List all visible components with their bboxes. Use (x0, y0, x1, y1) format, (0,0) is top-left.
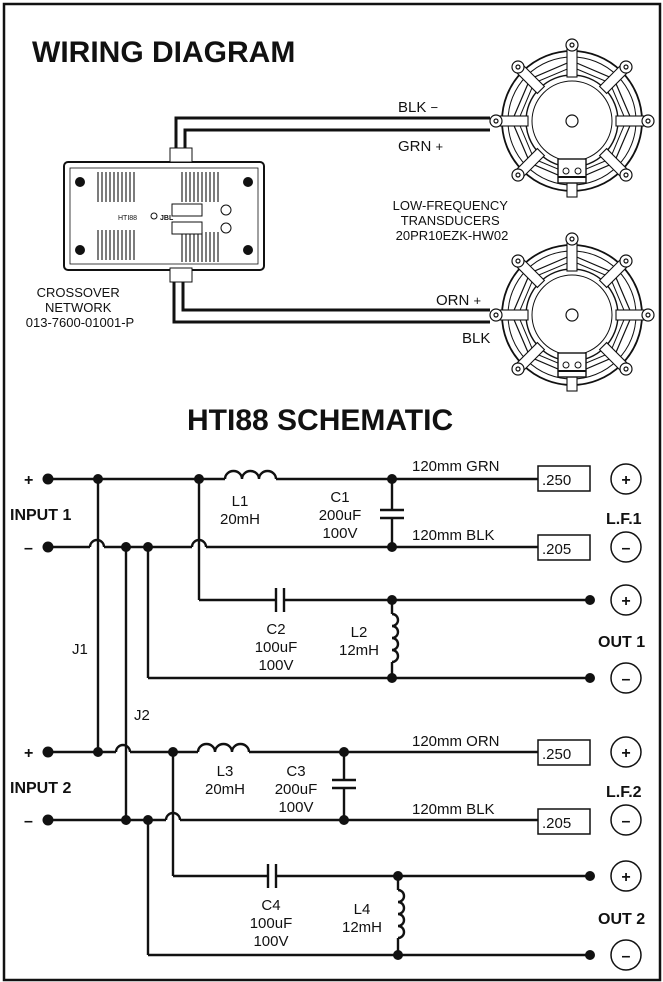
terminal-lf2-pos: .250 (542, 746, 571, 763)
transducer-label: LOW-FREQUENCY TRANSDUCERS 20PR10EZK-HW02 (393, 198, 512, 243)
output-terminals (610, 463, 642, 971)
lead-lf2-pos: 120mm ORN (412, 733, 500, 750)
schematic-title: HTI88 SCHEMATIC (187, 404, 453, 437)
out-lf1-minus: – (622, 540, 631, 557)
input2-minus: – (24, 813, 33, 830)
jumper-wires (96, 479, 128, 820)
out-out2-plus: + (621, 869, 630, 886)
l3-value: 20mH (205, 781, 245, 798)
c1-value: 200uF (319, 507, 362, 524)
out-out1-minus: – (622, 671, 631, 688)
svg-text:JBL: JBL (160, 215, 174, 222)
label-out1: OUT 1 (598, 634, 645, 651)
out-lf2-minus: – (622, 813, 631, 830)
c2-name: C2 (266, 621, 285, 638)
schematic-wiring-section-1 (48, 469, 590, 680)
crossover-label: CROSSOVER NETWORK 013-7600-01001-P (26, 285, 134, 330)
lower-driver-leads: ORN + BLK (172, 280, 490, 347)
c4-voltage: 100V (253, 933, 288, 950)
l4-value: 12mH (342, 919, 382, 936)
terminal-boxes (537, 465, 591, 835)
schematic-wiring-section-2 (48, 742, 590, 957)
jumper-j1-label: J1 (72, 641, 88, 658)
input2-plus: + (24, 745, 33, 762)
l2-value: 12mH (339, 642, 379, 659)
wire-label-grn: GRN + (398, 138, 443, 155)
wire-label-orn: ORN + (436, 292, 481, 309)
label-lf2: L.F.2 (606, 784, 642, 801)
c4-name: C4 (261, 897, 280, 914)
out-out1-plus: + (621, 593, 630, 610)
c2-voltage: 100V (258, 657, 293, 674)
input1-plus: + (24, 472, 33, 489)
lead-lf2-neg: 120mm BLK (412, 801, 495, 818)
out-out2-minus: – (622, 948, 631, 965)
l1-name: L1 (232, 493, 249, 510)
lead-lf1-pos: 120mm GRN (412, 458, 500, 475)
c2-value: 100uF (255, 639, 298, 656)
terminal-lf1-neg: .205 (542, 541, 571, 558)
out-lf2-plus: + (621, 745, 630, 762)
lead-lf1-neg: 120mm BLK (412, 527, 495, 544)
out-lf1-plus: + (621, 472, 630, 489)
c3-value: 200uF (275, 781, 318, 798)
lower-transducer-drawing (489, 232, 655, 392)
crossover-board-drawing: HTI88 JBL (63, 147, 265, 283)
c3-voltage: 100V (278, 799, 313, 816)
c3-name: C3 (286, 763, 305, 780)
input2-label: INPUT 2 (10, 780, 71, 797)
label-out2: OUT 2 (598, 911, 645, 928)
l1-value: 20mH (220, 511, 260, 528)
wire-label-blk-upper: BLK − (398, 99, 438, 116)
wiring-title: WIRING DIAGRAM (32, 36, 295, 69)
upper-transducer-drawing (489, 38, 655, 198)
input1-label: INPUT 1 (10, 507, 71, 524)
c1-name: C1 (330, 489, 349, 506)
c4-value: 100uF (250, 915, 293, 932)
l4-name: L4 (354, 901, 371, 918)
svg-text:HTI88: HTI88 (118, 215, 137, 222)
l3-name: L3 (217, 763, 234, 780)
terminal-lf1-pos: .250 (542, 472, 571, 489)
jumper-j2-label: J2 (134, 707, 150, 724)
c1-voltage: 100V (322, 525, 357, 542)
l2-name: L2 (351, 624, 368, 641)
junction-dots (42, 473, 595, 960)
terminal-lf2-neg: .205 (542, 815, 571, 832)
label-lf1: L.F.1 (606, 511, 642, 528)
wire-label-blk-lower: BLK (462, 330, 490, 347)
upper-driver-leads: BLK − GRN + (174, 99, 490, 155)
input1-minus: – (24, 540, 33, 557)
